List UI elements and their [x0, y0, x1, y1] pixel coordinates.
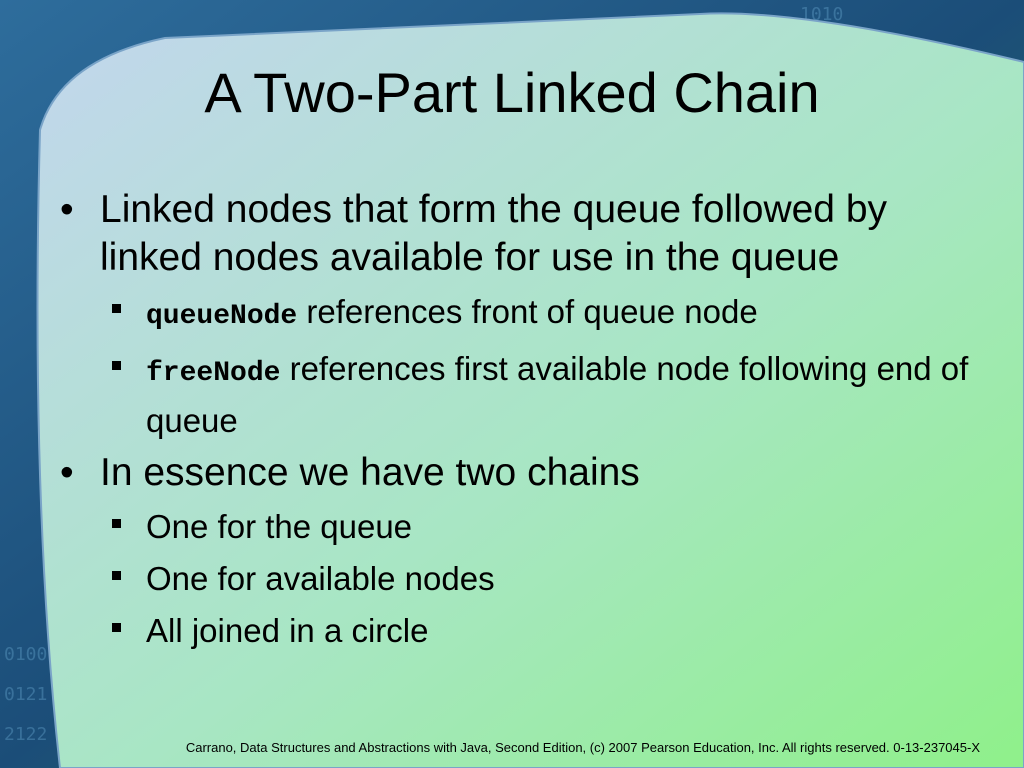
bullet-1-text: Linked nodes that form the queue followe… [100, 188, 888, 279]
bullet-2: • In essence we have two chains [58, 449, 978, 497]
bullet-2-text: In essence we have two chains [100, 451, 640, 494]
svg-text:0100: 0100 [4, 644, 47, 665]
svg-text:2122: 2122 [4, 724, 47, 745]
sub-bullet-text: One for the queue [146, 508, 413, 545]
sub-bullet-text: references first available node followin… [146, 350, 969, 439]
sub-bullet-2-3: All joined in a circle [58, 607, 978, 654]
code-queueNode: queueNode [146, 301, 298, 332]
sub-bullet-2-1: One for the queue [58, 503, 978, 550]
sub-bullet-text: One for available nodes [146, 560, 495, 597]
sub-bullet-1-1: queueNode references front of queue node [58, 288, 978, 340]
footer-copyright: Carrano, Data Structures and Abstraction… [185, 740, 980, 755]
square-bullet [112, 304, 121, 313]
sub-bullet-text: references front of queue node [297, 293, 758, 330]
square-bullet [112, 519, 121, 528]
slide-title: A Two-Part Linked Chain [204, 61, 820, 124]
square-bullet [112, 571, 121, 580]
square-bullet [112, 623, 121, 632]
sub-bullet-text: All joined in a circle [146, 612, 429, 649]
code-freeNode: freeNode [146, 358, 281, 389]
bullet-dot: • [60, 451, 74, 494]
square-bullet [112, 361, 121, 370]
sub-bullet-2-2: One for available nodes [58, 555, 978, 602]
sub-bullet-1-2: freeNode references first available node… [58, 345, 978, 444]
bullet-1: • Linked nodes that form the queue follo… [58, 186, 978, 282]
svg-text:0121: 0121 [4, 684, 47, 705]
bullet-dot: • [60, 188, 74, 231]
slide-content: • Linked nodes that form the queue follo… [58, 186, 978, 659]
